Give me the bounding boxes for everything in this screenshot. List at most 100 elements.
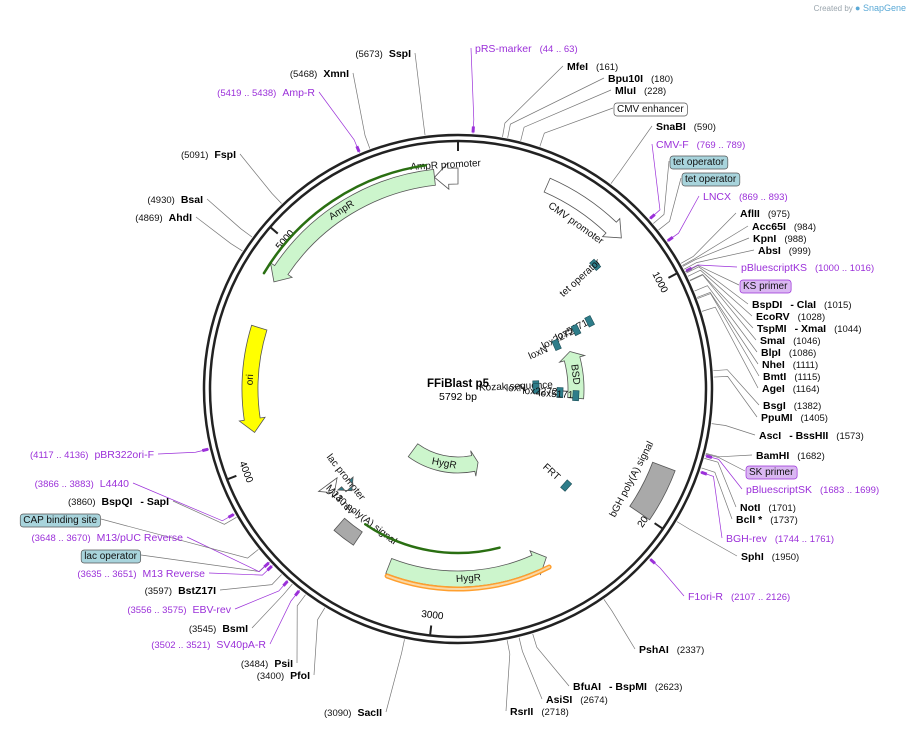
feature-box-ks-primer[interactable]: KS primer	[739, 279, 792, 294]
small-feature-marker	[551, 338, 562, 352]
enzyme-bpu10i[interactable]: Bpu10I(180)	[608, 73, 673, 85]
label-name: KpnI	[753, 233, 776, 245]
enzyme-asisi[interactable]: AsiSI(2674)	[546, 694, 608, 706]
label-name: AhdI	[169, 212, 192, 224]
primer-lncx[interactable]: LNCX(869 .. 893)	[703, 191, 788, 203]
primer-pbluescriptks[interactable]: pBluescriptKS(1000 .. 1016)	[741, 262, 874, 274]
label-pos: (1682)	[797, 451, 824, 462]
feature-box-lac-operator[interactable]: lac operator	[80, 549, 142, 564]
enzyme-ppumi[interactable]: PpuMI(1405)	[761, 412, 828, 424]
enzyme-kpni[interactable]: KpnI(988)	[753, 233, 807, 245]
label-name: PpuMI	[761, 412, 793, 424]
scale-tick	[429, 625, 433, 635]
label-name: BsgI	[763, 400, 786, 412]
enzyme-bmti[interactable]: BmtI(1115)	[763, 371, 820, 383]
primer-cmv-f[interactable]: CMV-F(769 .. 789)	[656, 139, 745, 151]
label-pos: (228)	[644, 86, 666, 97]
label-text: BmtI(1115)	[763, 371, 820, 383]
primer-prs-marker[interactable]: pRS-marker(44 .. 63)	[475, 43, 578, 55]
primer-amp-r[interactable]: (5419 .. 5438)Amp-R	[217, 87, 315, 99]
enzyme-bfuai[interactable]: BfuAI- BspMI(2623)	[573, 681, 682, 693]
label-name: Bpu10I	[608, 73, 643, 85]
label-text: BspDI- ClaI(1015)	[752, 299, 851, 311]
enzyme-rsrii[interactable]: RsrII(2718)	[510, 706, 569, 718]
small-feature-label: loxN	[506, 383, 526, 394]
label-box	[613, 102, 688, 117]
label-text: NheI(1111)	[762, 359, 818, 371]
label-name: M13 Reverse	[143, 568, 206, 580]
enzyme-acc65i[interactable]: Acc65I(984)	[752, 221, 816, 233]
enzyme-sacii[interactable]: (3090)SacII	[324, 707, 382, 719]
enzyme-absi[interactable]: AbsI(999)	[758, 245, 811, 257]
enzyme-pfoi[interactable]: (3400)PfoI	[257, 670, 310, 682]
enzyme-xmni[interactable]: (5468)XmnI	[290, 68, 349, 80]
enzyme-bcli-[interactable]: BclI *(1737)	[736, 514, 798, 526]
enzyme-bsmi[interactable]: (3545)BsmI	[189, 623, 248, 635]
label-extra: - XmaI	[795, 323, 827, 335]
label-pos: (3648 .. 3670)	[31, 533, 90, 544]
primer-ebv-rev[interactable]: (3556 .. 3575)EBV-rev	[127, 604, 231, 616]
primer-bgh-rev[interactable]: BGH-rev(1744 .. 1761)	[726, 533, 834, 545]
enzyme-sphi[interactable]: SphI(1950)	[741, 551, 799, 563]
label-leader	[705, 455, 743, 490]
label-leader	[269, 589, 300, 645]
primer-m13-puc-reverse[interactable]: (3648 .. 3670)M13/pUC Reverse	[31, 532, 183, 544]
primer-m13-reverse[interactable]: (3635 .. 3651)M13 Reverse	[77, 568, 205, 580]
feature-box-tet-operator[interactable]: tet operator	[681, 172, 741, 187]
label-text: (3484)PsiI	[241, 658, 293, 670]
label-leader	[713, 369, 760, 406]
enzyme-sspi[interactable]: (5673)SspI	[355, 48, 411, 60]
enzyme-asci[interactable]: AscI- BssHII(1573)	[759, 430, 864, 442]
feature-box-cmv-enhancer[interactable]: CMV enhancer	[613, 102, 688, 117]
feature-label: BSD	[568, 364, 581, 386]
enzyme-bsgi[interactable]: BsgI(1382)	[763, 400, 821, 412]
enzyme-nhei[interactable]: NheI(1111)	[762, 359, 818, 371]
enzyme-bamhi[interactable]: BamHI(1682)	[756, 450, 825, 462]
translation-hygr-outer-core	[386, 566, 551, 590]
label-name: KS primer	[743, 281, 788, 292]
enzyme-ahdi[interactable]: (4869)AhdI	[135, 212, 192, 224]
enzyme-psii[interactable]: (3484)PsiI	[241, 658, 293, 670]
primer-f1ori-r[interactable]: F1ori-R(2107 .. 2126)	[688, 591, 790, 603]
label-pos: (1000 .. 1016)	[815, 263, 874, 274]
enzyme-fspi[interactable]: (5091)FspI	[181, 149, 236, 161]
enzyme-smai[interactable]: SmaI(1046)	[760, 335, 821, 347]
enzyme-bspqi[interactable]: (3860)BspQI- SapI	[68, 496, 169, 508]
label-pos: (869 .. 893)	[739, 192, 788, 203]
enzyme-aflii[interactable]: AflII(975)	[740, 208, 790, 220]
feature-box-sk-primer[interactable]: SK primer	[745, 465, 798, 480]
enzyme-ecorv[interactable]: EcoRV(1028)	[756, 311, 825, 323]
label-pos: (5091)	[181, 150, 208, 161]
primer-pbluescriptsk[interactable]: pBluescriptSK(1683 .. 1699)	[746, 484, 879, 496]
label-pos: (1115)	[794, 372, 820, 383]
enzyme-agei[interactable]: AgeI(1164)	[762, 383, 820, 395]
primer-l4440[interactable]: (3866 .. 3883)L4440	[35, 478, 130, 490]
enzyme-mlui[interactable]: MluI(228)	[615, 85, 666, 97]
enzyme-bstz17i[interactable]: (3597)BstZ17I	[145, 585, 216, 597]
label-name: BGH-rev	[726, 533, 768, 545]
label-text: BclI *(1737)	[736, 514, 798, 526]
enzyme-snabi[interactable]: SnaBI(590)	[656, 121, 716, 133]
enzyme-blpi[interactable]: BlpI(1086)	[761, 347, 816, 359]
label-text: (4869)AhdI	[135, 212, 192, 224]
label-pos: (3860)	[68, 497, 95, 508]
enzyme-tspmi[interactable]: TspMI- XmaI(1044)	[757, 323, 862, 335]
label-leader	[296, 594, 306, 664]
enzyme-noti[interactable]: NotI(1701)	[740, 502, 796, 514]
enzyme-bsai[interactable]: (4930)BsaI	[147, 194, 203, 206]
label-leader	[701, 467, 733, 520]
primer-sv40pa-r[interactable]: (3502 .. 3521)SV40pA-R	[151, 639, 266, 651]
primer-pbr322ori-f[interactable]: (4117 .. 4136)pBR322ori-F	[30, 449, 154, 461]
feature-label: HygR	[456, 573, 482, 585]
feature-box-tet-operator[interactable]: tet operator	[669, 155, 729, 170]
label-name: PshAI	[639, 644, 669, 656]
label-text: Acc65I(984)	[752, 221, 816, 233]
primer-marker	[263, 561, 270, 569]
enzyme-pshai[interactable]: PshAI(2337)	[639, 644, 704, 656]
translation-hygr	[364, 523, 501, 555]
enzyme-bspdi[interactable]: BspDI- ClaI(1015)	[752, 299, 851, 311]
small-feature-marker	[589, 258, 602, 272]
enzyme-mfei[interactable]: MfeI(161)	[567, 61, 618, 73]
label-text: CMV-F(769 .. 789)	[656, 139, 745, 151]
feature-box-cap-binding-site[interactable]: CAP binding site	[19, 513, 101, 528]
